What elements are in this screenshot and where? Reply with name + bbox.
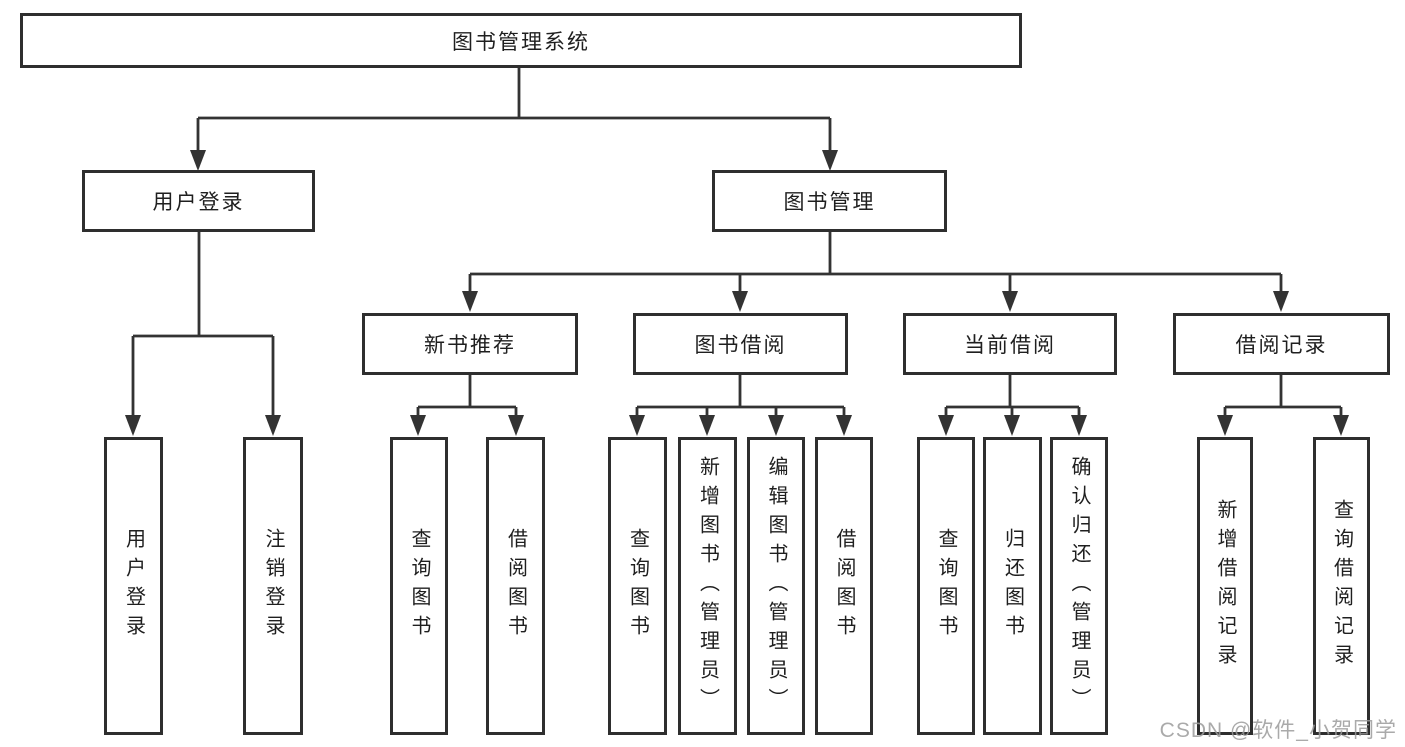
- leaf-query-borrow-record: 查询借阅记录: [1313, 437, 1370, 735]
- connector-book-borrow-children: [629, 375, 852, 436]
- connector-current-borrow-children: [938, 375, 1087, 436]
- connector-user-login-children: [125, 232, 281, 436]
- leaf-add-borrow-record: 新增借阅记录: [1197, 437, 1253, 735]
- connector-root-to-level2: [190, 68, 838, 171]
- watermark: CSDN @软件_小贺同学: [1159, 719, 1397, 742]
- leaf-recommend-borrow-books: 借阅图书: [486, 437, 545, 735]
- connector-borrow-records-children: [1217, 375, 1349, 436]
- leaf-user-login: 用户登录: [104, 437, 163, 735]
- leaf-confirm-return-admin: 确认归还（管理员）: [1050, 437, 1108, 735]
- leaf-borrow-query-books: 查询图书: [608, 437, 667, 735]
- node-current-borrow: 当前借阅: [903, 313, 1117, 375]
- leaf-edit-books-admin: 编辑图书（管理员）: [747, 437, 805, 735]
- node-new-book-recommend: 新书推荐: [362, 313, 578, 375]
- leaf-current-query-books: 查询图书: [917, 437, 975, 735]
- leaf-recommend-query-books: 查询图书: [390, 437, 448, 735]
- leaf-logout: 注销登录: [243, 437, 303, 735]
- leaf-add-books-admin: 新增图书（管理员）: [678, 437, 737, 735]
- node-borrow-records: 借阅记录: [1173, 313, 1390, 375]
- leaf-borrow-books: 借阅图书: [815, 437, 873, 735]
- node-user-login: 用户登录: [82, 170, 315, 232]
- connector-new-book-recommend-children: [410, 375, 524, 436]
- node-root-library-system: 图书管理系统: [20, 13, 1022, 68]
- node-book-management: 图书管理: [712, 170, 947, 232]
- leaf-return-books: 归还图书: [983, 437, 1042, 735]
- connector-book-management-children: [462, 232, 1289, 312]
- node-book-borrow: 图书借阅: [633, 313, 848, 375]
